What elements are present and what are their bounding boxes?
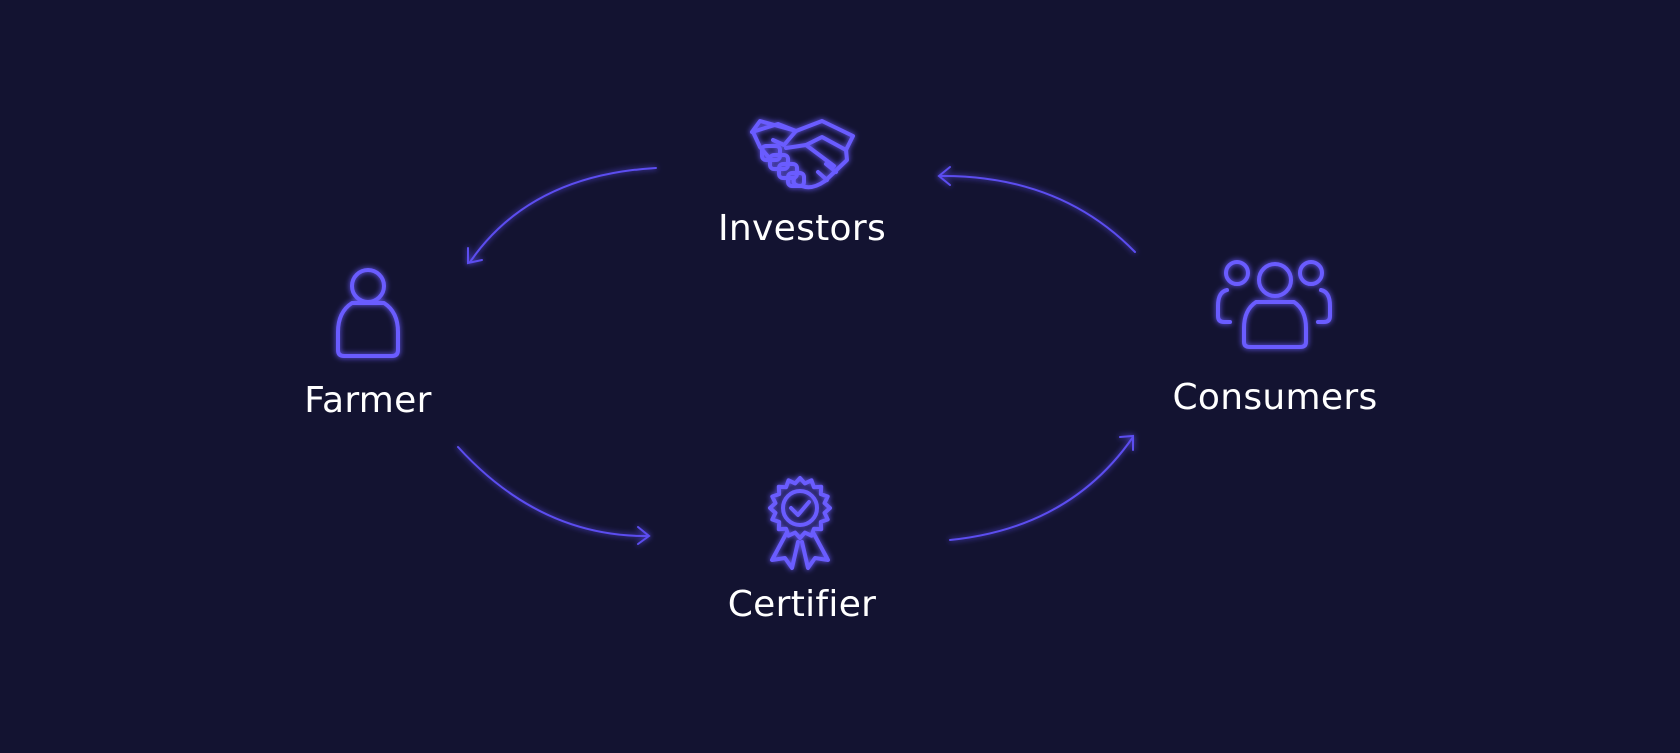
farmer-label: Farmer xyxy=(304,380,432,421)
person-icon xyxy=(336,268,400,358)
arrow-consumers-to-investors xyxy=(937,166,1136,253)
group-icon xyxy=(1216,260,1332,349)
arrow-certifier-to-consumers xyxy=(949,434,1134,541)
award-ribbon-icon xyxy=(768,476,832,570)
arrow-investors-to-farmer xyxy=(467,167,657,265)
investors-label: Investors xyxy=(717,208,887,249)
arrow-farmer-to-certifier xyxy=(457,446,651,545)
handshake-icon xyxy=(750,119,855,190)
consumers-label: Consumers xyxy=(1172,377,1378,418)
certifier-label: Certifier xyxy=(727,584,877,625)
